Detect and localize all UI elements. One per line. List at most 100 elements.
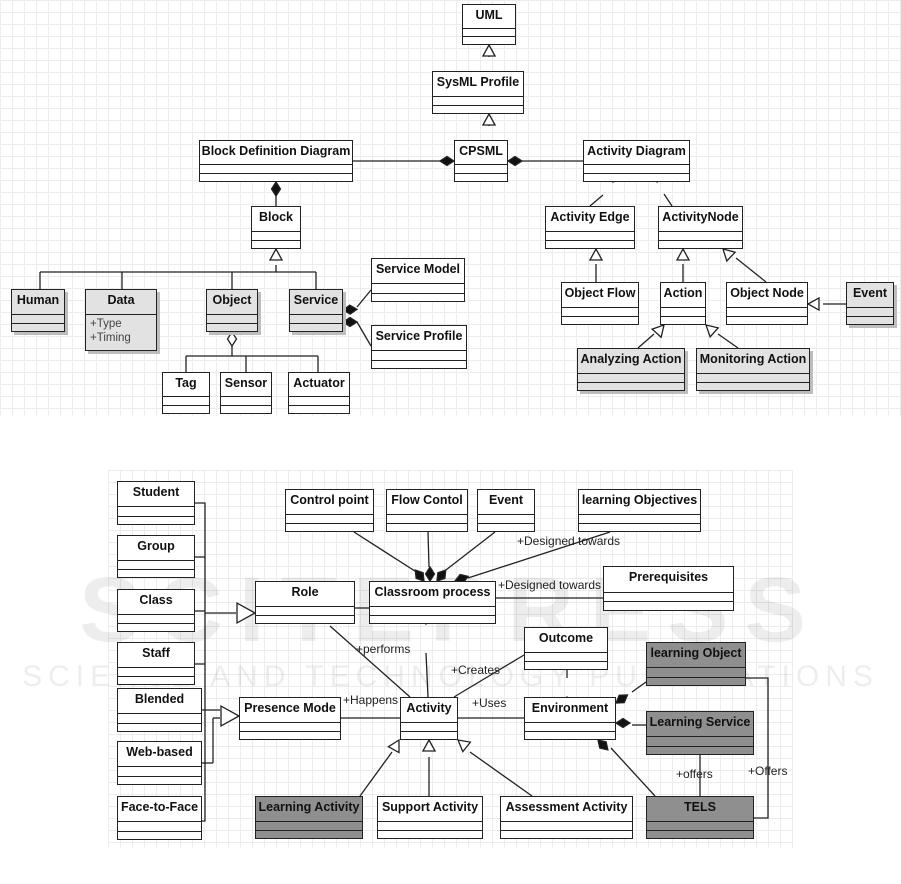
class-name: Presence Mode	[244, 701, 336, 715]
class-role[interactable]: Role	[255, 581, 355, 624]
class-sensor[interactable]: Sensor	[220, 372, 272, 414]
class-name: Flow Contol	[391, 493, 463, 507]
class-activity-edge[interactable]: Activity Edge	[545, 206, 635, 249]
class-presence-mode[interactable]: Presence Mode	[239, 697, 341, 740]
class-human[interactable]: Human	[11, 289, 65, 332]
compartment-divider	[378, 821, 482, 822]
class-block[interactable]: Block	[251, 206, 301, 249]
class-data[interactable]: Data+Type+Timing	[85, 289, 157, 351]
class-name: learning Object	[650, 646, 742, 660]
class-name: Class	[139, 593, 173, 607]
class-classroom-process[interactable]: Classroom process	[369, 581, 496, 624]
class-name: Human	[16, 293, 60, 307]
edge-label-offers-1: +offers	[676, 767, 713, 781]
class-prerequisites[interactable]: Prerequisites	[603, 566, 734, 611]
class-sysml-profile[interactable]: SysML Profile	[432, 71, 524, 114]
class-name: Role	[291, 585, 319, 599]
compartment-divider	[525, 722, 615, 723]
compartment-divider	[562, 316, 638, 317]
class-name: Service Model	[375, 262, 461, 276]
class-group[interactable]: Group	[117, 535, 195, 578]
generalization-arrow	[722, 248, 737, 263]
compartment-divider	[387, 514, 467, 515]
class-name: Student	[132, 485, 180, 499]
class-monitoring-action[interactable]: Monitoring Action	[696, 348, 810, 391]
class-learning-service[interactable]: Learning Service	[646, 711, 754, 755]
class-uml[interactable]: UML	[462, 4, 516, 45]
class-service-model[interactable]: Service Model	[371, 258, 465, 302]
connector-line	[663, 193, 673, 207]
class-object-node[interactable]: Object Node	[726, 282, 808, 325]
connector-line	[610, 747, 656, 797]
class-face-to-face[interactable]: Face-to-Face	[117, 796, 202, 840]
class-cpsml[interactable]: CPSML	[454, 140, 508, 182]
compartment-divider	[727, 307, 807, 308]
class-event-bottom[interactable]: Event	[477, 489, 535, 532]
class-name: Block Definition Diagram	[201, 144, 351, 158]
connector-line	[425, 652, 429, 698]
compartment-divider	[256, 606, 354, 607]
class-control-point[interactable]: Control point	[285, 489, 374, 532]
class-object-flow[interactable]: Object Flow	[561, 282, 639, 325]
compartment-divider	[207, 314, 257, 315]
class-actuator[interactable]: Actuator	[288, 372, 350, 414]
class-name: UML	[475, 8, 503, 22]
class-learning-objectives[interactable]: learning Objectives	[578, 489, 701, 532]
compartment-divider	[118, 623, 194, 624]
class-activity-node[interactable]: ActivityNode	[658, 206, 743, 249]
compartment-divider	[372, 350, 466, 351]
class-name: Service Profile	[375, 329, 463, 343]
edge-label-offers-2: +Offers	[748, 764, 788, 778]
compartment-divider	[118, 506, 194, 507]
composition-diamond	[414, 569, 425, 582]
class-assessment-activity[interactable]: Assessment Activity	[500, 796, 633, 839]
compartment-divider	[289, 396, 349, 397]
class-name: Action	[663, 286, 703, 300]
compartment-divider	[659, 240, 742, 241]
class-activity-diagram[interactable]: Activity Diagram	[583, 140, 690, 182]
connector-line	[356, 321, 372, 347]
class-class[interactable]: Class	[117, 589, 195, 632]
compartment-divider	[372, 360, 466, 361]
class-name: Blended	[134, 692, 185, 706]
class-learning-activity[interactable]: Learning Activity	[255, 796, 363, 839]
compartment-divider	[252, 231, 300, 232]
compartment-divider	[256, 830, 362, 831]
composition-diamond	[438, 155, 456, 167]
class-name: Object Node	[730, 286, 804, 300]
class-activity[interactable]: Activity	[400, 697, 458, 740]
class-tag[interactable]: Tag	[162, 372, 210, 414]
class-object[interactable]: Object	[206, 289, 258, 332]
composition-diamond	[614, 717, 632, 729]
class-service[interactable]: Service	[289, 289, 343, 332]
generalization-arrow	[704, 324, 720, 339]
class-web-based[interactable]: Web-based	[117, 741, 202, 785]
generalization-arrow	[588, 247, 604, 261]
class-name: CPSML	[459, 144, 503, 158]
class-event-top[interactable]: Event	[846, 282, 894, 325]
class-outcome[interactable]: Outcome	[524, 627, 608, 670]
class-block-definition-diagram[interactable]: Block Definition Diagram	[199, 140, 353, 182]
class-name: Prerequisites	[628, 570, 709, 584]
compartment-divider	[86, 314, 156, 315]
class-name: SysML Profile	[436, 75, 520, 89]
class-flow-control[interactable]: Flow Contol	[386, 489, 468, 532]
compartment-divider	[252, 240, 300, 241]
class-blended[interactable]: Blended	[117, 688, 202, 732]
compartment-divider	[727, 316, 807, 317]
class-learning-object[interactable]: learning Object	[646, 642, 746, 686]
class-action[interactable]: Action	[660, 282, 706, 325]
class-staff[interactable]: Staff	[117, 642, 195, 685]
class-attributes: +Type+Timing	[90, 317, 131, 345]
compartment-divider	[118, 766, 201, 767]
class-environment[interactable]: Environment	[524, 697, 616, 740]
class-analyzing-action[interactable]: Analyzing Action	[577, 348, 685, 391]
compartment-divider	[501, 830, 632, 831]
compartment-divider	[286, 514, 373, 515]
compartment-divider	[647, 677, 745, 678]
class-support-activity[interactable]: Support Activity	[377, 796, 483, 839]
class-tels[interactable]: TELS	[646, 796, 754, 839]
class-service-profile[interactable]: Service Profile	[371, 325, 467, 369]
class-student[interactable]: Student	[117, 481, 195, 525]
